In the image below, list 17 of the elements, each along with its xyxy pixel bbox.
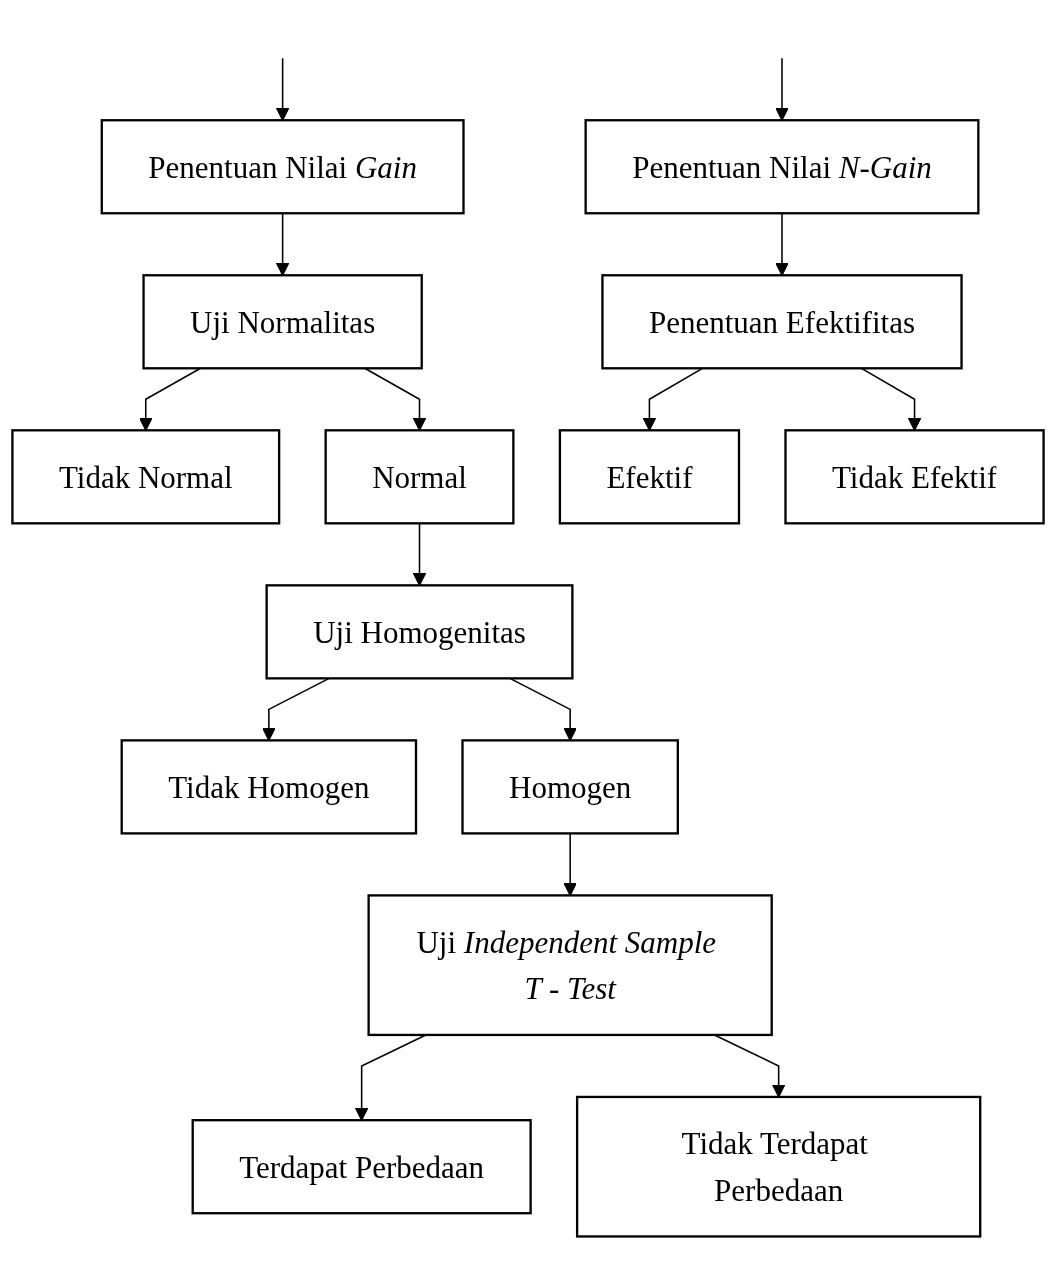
node-box: Tidak Normal bbox=[11, 429, 281, 525]
node-box: Homogen bbox=[461, 739, 679, 835]
node-box: Tidak Terdapat Perbedaan bbox=[575, 1095, 982, 1238]
node-box: Normal bbox=[324, 429, 515, 525]
node-box: Uji Normalitas bbox=[142, 274, 423, 370]
node-box: Efektif bbox=[558, 429, 741, 525]
arrow bbox=[354, 1034, 427, 1121]
node-box: Uji Independent Sample T - Test bbox=[367, 894, 773, 1037]
node-box: Uji Homogenitas bbox=[265, 584, 574, 680]
arrow bbox=[775, 57, 789, 121]
node-box: Penentuan Efektifitas bbox=[601, 274, 963, 370]
arrow bbox=[275, 57, 290, 121]
node-box: Penentuan Nilai Gain bbox=[100, 119, 465, 215]
node-box: Tidak Efektif bbox=[784, 429, 1045, 525]
node-box: Penentuan Nilai N-Gain bbox=[584, 119, 980, 215]
node-box: Terdapat Perbedaan bbox=[191, 1119, 532, 1215]
node-box: Tidak Homogen bbox=[120, 739, 418, 835]
